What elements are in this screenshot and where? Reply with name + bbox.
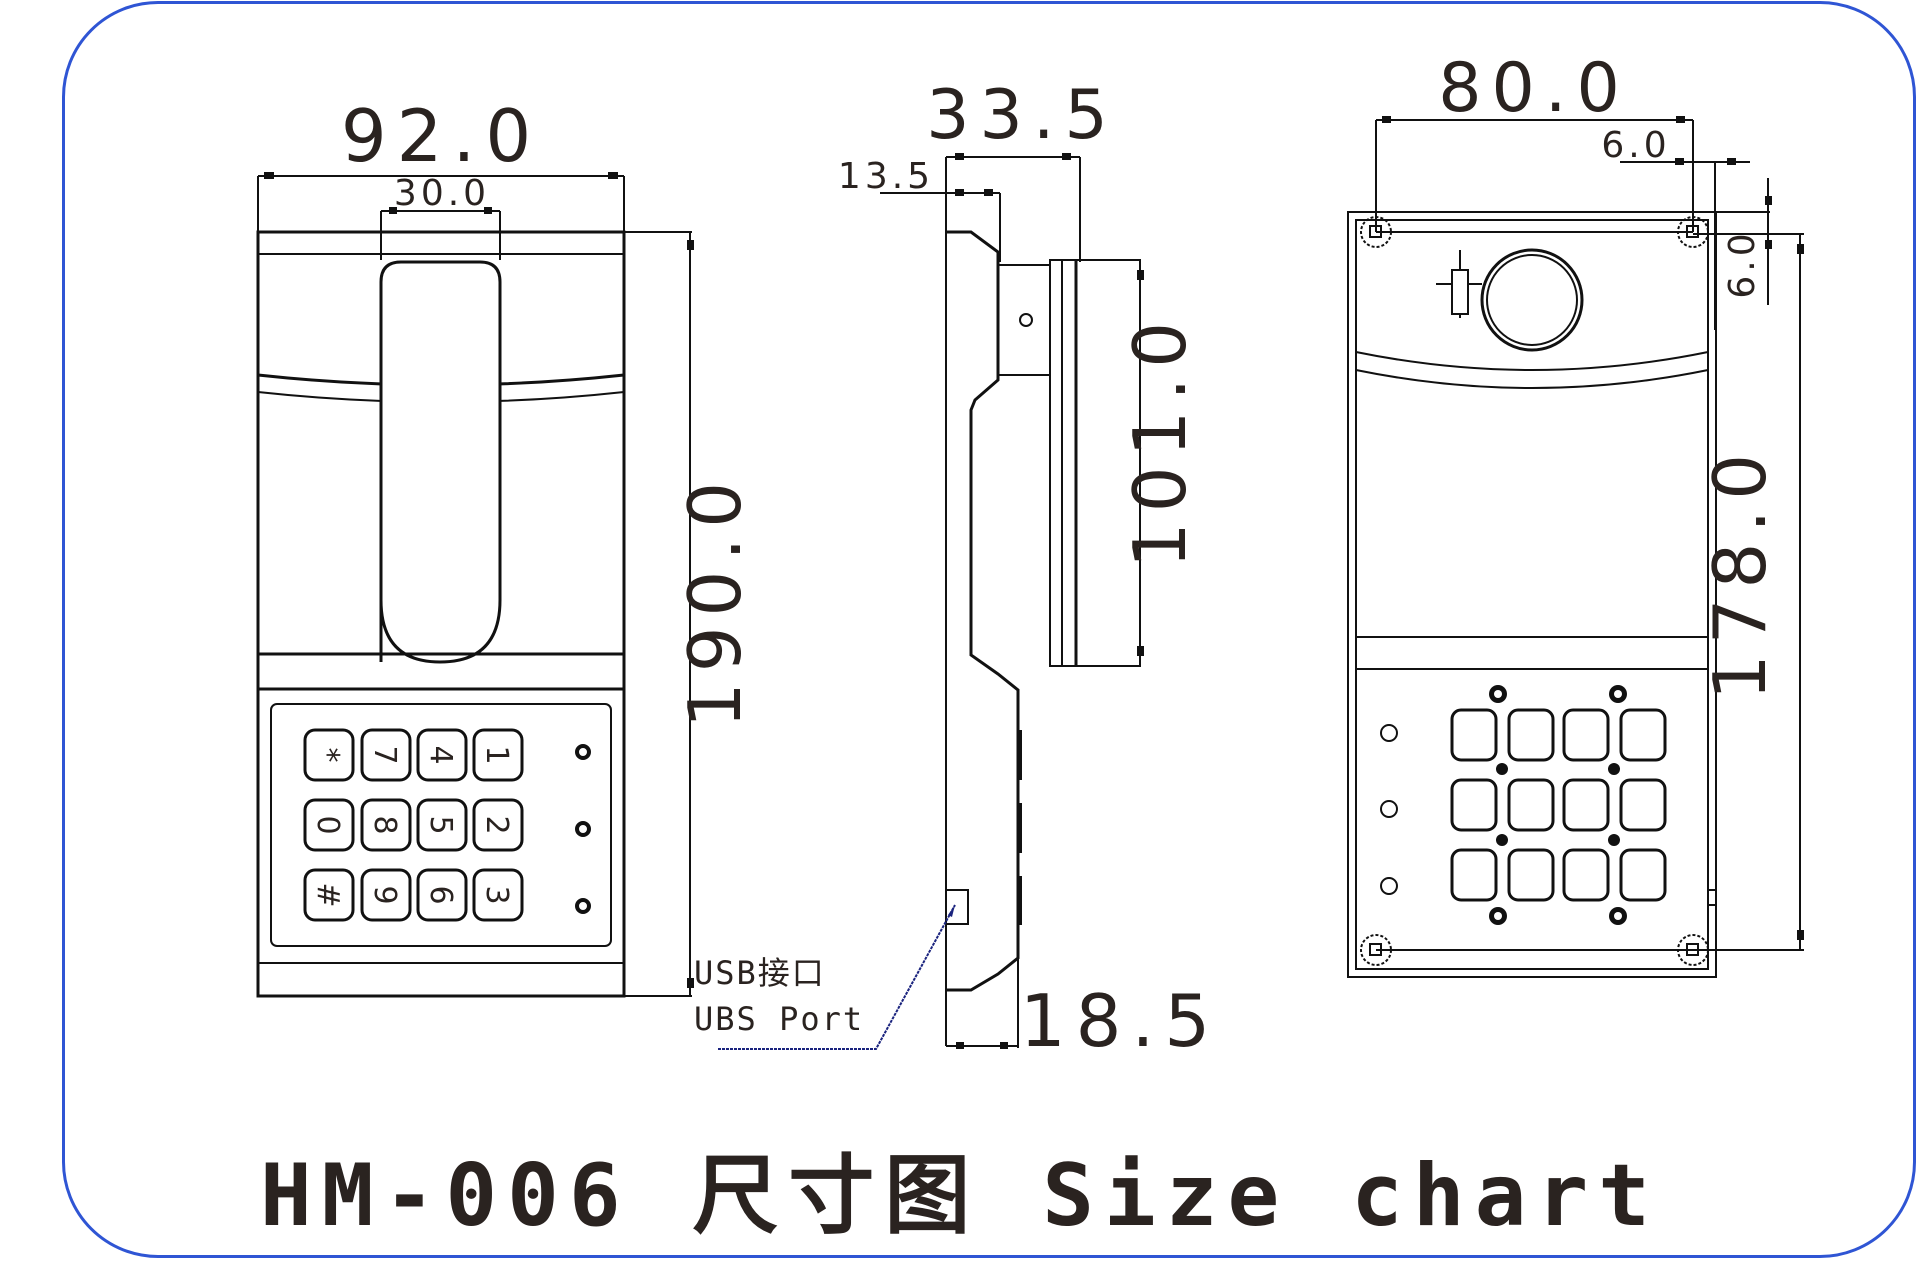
usb-leader-line (718, 904, 956, 1050)
key-3: 3 (479, 885, 514, 904)
front-width-label: 92.0 (341, 94, 541, 178)
side-top-depth-label: 13.5 (838, 156, 934, 197)
key-5: 5 (423, 815, 458, 834)
key-6: 6 (423, 885, 458, 904)
key-7: 7 (367, 745, 402, 764)
handset-height-label: 101.0 (1118, 312, 1202, 568)
key-hash: # (310, 882, 345, 907)
handset-width-label: 30.0 (394, 173, 490, 214)
front-keypad: * 7 4 1 0 8 5 2 # 9 6 3 (303, 728, 591, 922)
hole-offset-y-label: 6.0 (1722, 229, 1763, 298)
usb-leader-arrow-icon (948, 905, 955, 917)
usb-port-label-cn: USB接口 (694, 954, 826, 992)
hole-spacing-height-label: 178.0 (1698, 444, 1782, 700)
front-view (256, 172, 694, 998)
back-keypad-screws (1489, 685, 1627, 925)
usb-port-label: USB接口 UBS Port (694, 950, 864, 1042)
key-4: 4 (423, 745, 458, 764)
key-star: * (310, 748, 345, 763)
back-view (1347, 116, 1804, 978)
usb-port-label-en: UBS Port (694, 1000, 865, 1038)
side-view (880, 153, 1144, 1049)
side-total-depth-label: 33.5 (926, 76, 1117, 155)
back-keypad-grid (1450, 708, 1667, 902)
key-2: 2 (479, 815, 514, 834)
key-1: 1 (479, 745, 514, 764)
hole-spacing-width-label: 80.0 (1438, 49, 1629, 128)
screw-icons (575, 744, 591, 914)
key-9: 9 (367, 885, 402, 904)
key-8: 8 (367, 815, 402, 834)
page-title: HM-006 尺寸图 Size chart (260, 1146, 1660, 1246)
page-frame (62, 1, 1916, 1258)
side-bottom-depth-label: 18.5 (1020, 979, 1220, 1063)
front-height-label: 190.0 (673, 472, 757, 728)
hole-offset-x-label: 6.0 (1601, 125, 1670, 166)
key-0: 0 (310, 815, 345, 834)
